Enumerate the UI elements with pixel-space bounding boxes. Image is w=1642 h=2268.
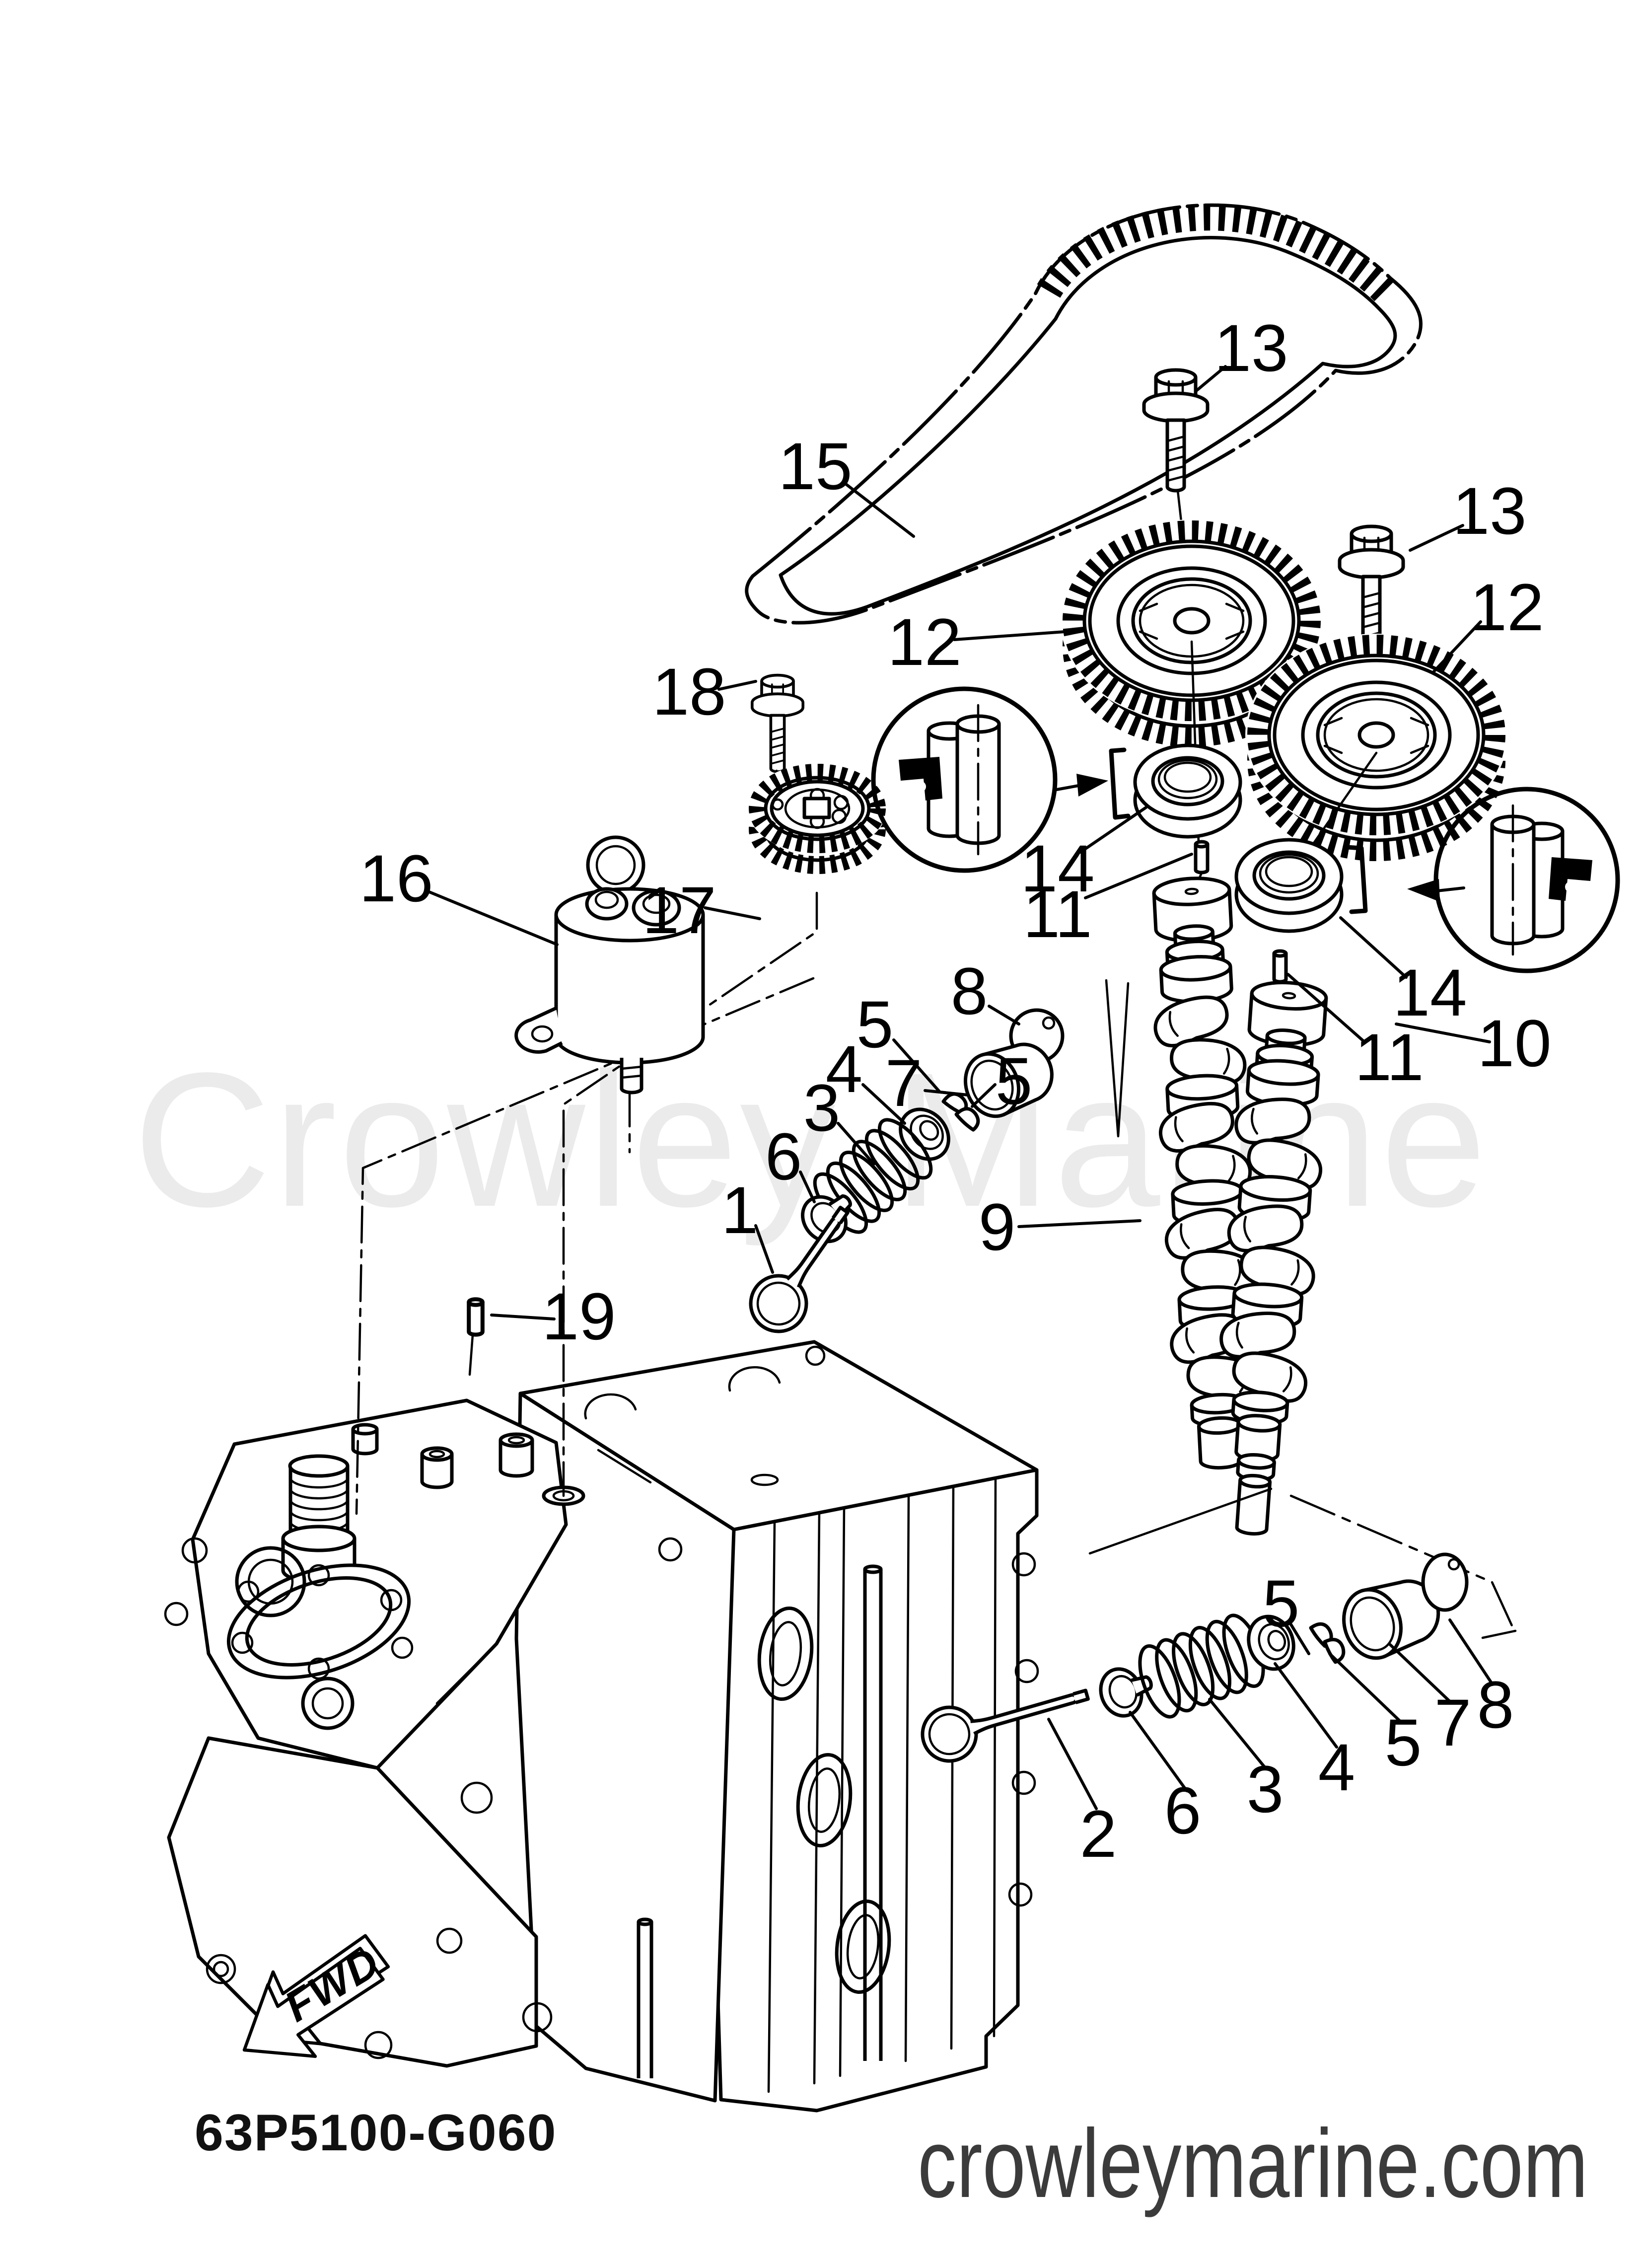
part-4-spring-retainer-intake xyxy=(899,1107,950,1161)
callouts: 15 13 13 12 12 18 17 16 14 11 14 11 8 7 … xyxy=(359,311,1551,1871)
part-17-drive-sprocket xyxy=(748,764,887,874)
part-1-intake-valve xyxy=(749,1205,850,1333)
part-3-valve-spring-exhaust xyxy=(1138,1613,1265,1719)
leader-lines xyxy=(427,365,1494,1810)
callout-5-intake-a: 5 xyxy=(857,988,894,1062)
callout-11-left: 11 xyxy=(1023,878,1092,951)
callout-14-right: 14 xyxy=(1393,956,1467,1030)
callout-5-exh-a: 5 xyxy=(1263,1567,1300,1641)
part-4-spring-retainer-exhaust xyxy=(1247,1614,1295,1671)
callout-6-intake: 6 xyxy=(765,1120,802,1194)
callout-13-right: 13 xyxy=(1452,474,1526,548)
callout-14-left: 14 xyxy=(1020,832,1094,906)
part-16-tensioner xyxy=(514,835,705,1095)
part-14-oil-seal-left xyxy=(1135,745,1240,837)
part-14-oil-seal-right xyxy=(1236,840,1342,931)
callout-17: 17 xyxy=(642,874,716,948)
part-15-timing-belt xyxy=(745,203,1423,625)
callout-3-intake: 3 xyxy=(803,1071,841,1145)
engine-block xyxy=(164,1340,1039,2113)
boundary-exhaust xyxy=(1088,1487,1517,1639)
callout-8-exh: 8 xyxy=(1477,1668,1514,1742)
callout-11-right: 11 xyxy=(1355,1021,1424,1095)
diagram-code: 63P5100-G060 xyxy=(195,2104,557,2162)
callout-18: 18 xyxy=(652,655,726,729)
callout-5-exh-b: 5 xyxy=(1385,1706,1422,1780)
part-9-camshaft-intake xyxy=(1143,877,1270,1470)
seal-detail-inset-left xyxy=(873,689,1131,871)
callout-8-intake: 8 xyxy=(951,954,988,1028)
part-5-cotters-exhaust xyxy=(1309,1622,1346,1664)
callout-15: 15 xyxy=(778,430,852,504)
boundary-intake xyxy=(1105,979,1130,1138)
part-2-exhaust-valve xyxy=(921,1688,1090,1763)
callout-9: 9 xyxy=(979,1190,1016,1264)
callout-6-exh: 6 xyxy=(1164,1774,1202,1848)
callout-1: 1 xyxy=(721,1173,759,1247)
callout-10: 10 xyxy=(1477,1007,1551,1081)
part-19-dowel-pin xyxy=(469,1299,483,1376)
callout-12-right: 12 xyxy=(1470,571,1544,645)
callout-13-top: 13 xyxy=(1214,311,1288,385)
part-10-camshaft-exhaust xyxy=(1204,981,1328,1536)
callout-2: 2 xyxy=(1080,1797,1117,1871)
callout-7-intake: 7 xyxy=(885,1046,923,1120)
seal-detail-inset-right xyxy=(1345,789,1618,971)
callout-19: 19 xyxy=(542,1280,616,1354)
part-8-pad-exhaust xyxy=(1421,1552,1469,1612)
callout-4-intake: 4 xyxy=(826,1032,863,1106)
callout-5-intake-b: 5 xyxy=(996,1044,1033,1118)
callout-4-exh: 4 xyxy=(1318,1731,1356,1805)
part-12-cam-sprocket-right xyxy=(1245,634,1507,850)
callout-3-exh: 3 xyxy=(1247,1753,1284,1827)
callout-7-exh: 7 xyxy=(1434,1686,1472,1760)
part-6-spring-seat-exhaust xyxy=(1099,1667,1153,1718)
callout-12-left: 12 xyxy=(887,605,961,679)
website-link[interactable]: crowleymarine.com xyxy=(918,2109,1588,2218)
callout-16: 16 xyxy=(359,842,433,916)
